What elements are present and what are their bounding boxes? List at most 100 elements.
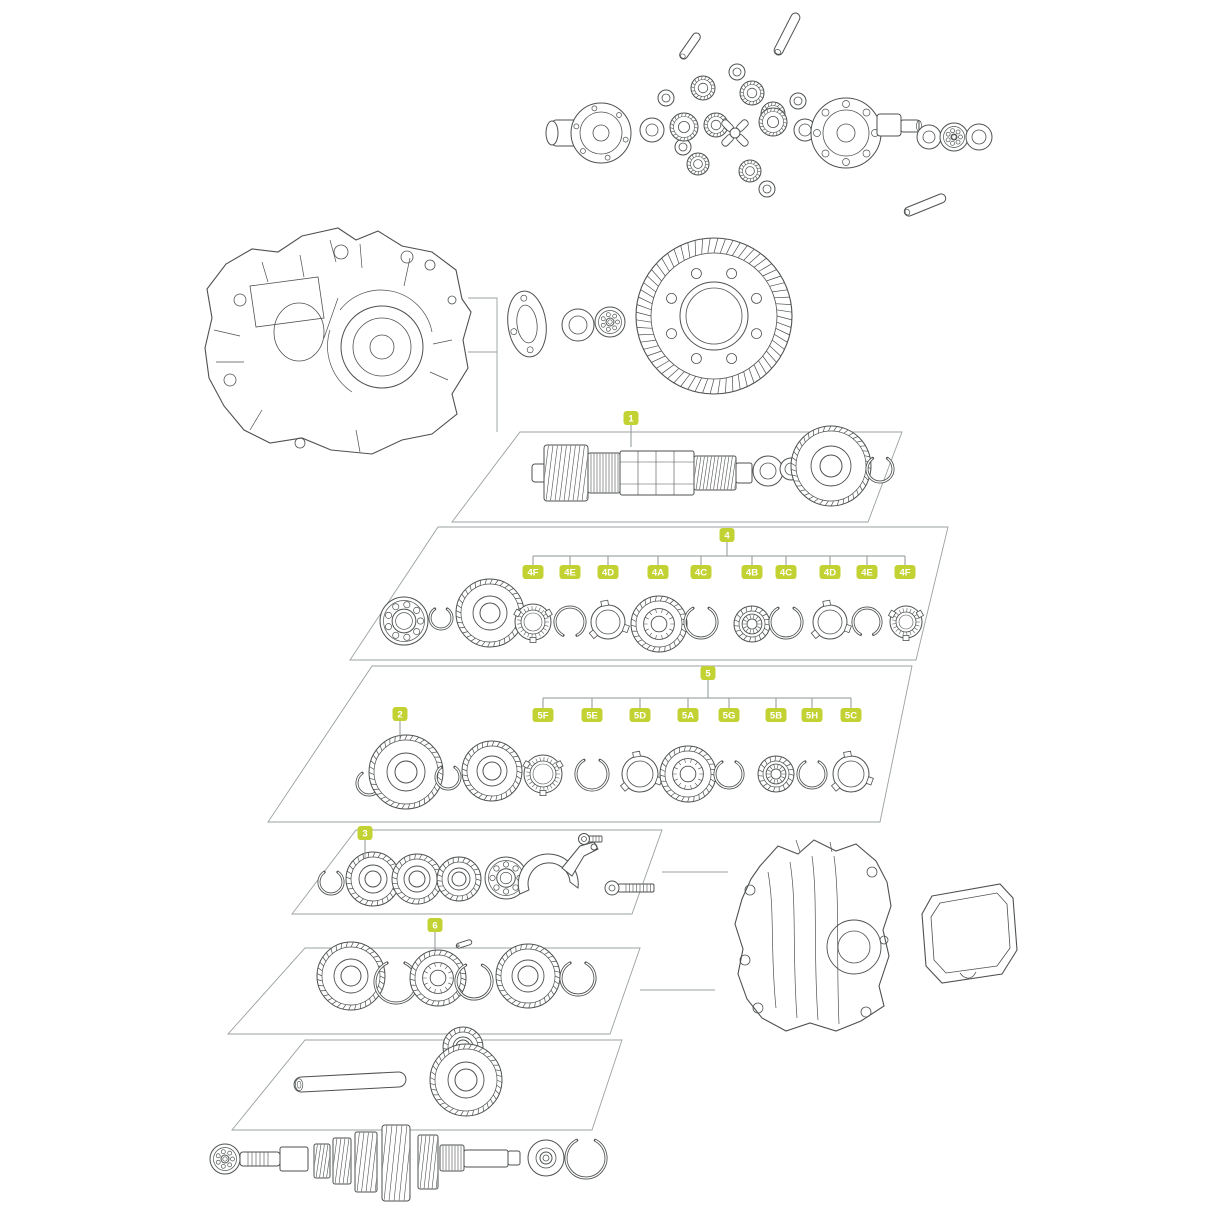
part-flange xyxy=(810,97,882,169)
callout-4E[interactable]: 4E xyxy=(559,565,581,579)
callout-2[interactable]: 2 xyxy=(392,707,408,721)
part-snap xyxy=(434,765,462,791)
rear-housing xyxy=(734,839,892,1032)
callout-4C[interactable]: 4C xyxy=(690,565,712,579)
part-washer xyxy=(561,308,595,342)
part-boltS xyxy=(578,833,603,845)
part-bearing xyxy=(594,306,626,338)
callout-4[interactable]: 4 xyxy=(719,528,735,542)
part-gear xyxy=(455,578,525,648)
part-gear xyxy=(316,941,386,1011)
part-plate xyxy=(507,290,547,358)
callout-5D[interactable]: 5D xyxy=(629,708,651,722)
part-bearing xyxy=(484,856,528,900)
part-snap xyxy=(564,1138,608,1180)
part-snap xyxy=(428,607,454,631)
part-hub xyxy=(409,949,467,1007)
part-fork xyxy=(517,841,599,895)
svg-text:4D: 4D xyxy=(824,568,836,579)
part-snap xyxy=(865,456,895,484)
part-tabs xyxy=(619,750,663,793)
svg-text:5C: 5C xyxy=(845,711,857,722)
part-spider xyxy=(721,119,749,147)
svg-text:3: 3 xyxy=(362,829,367,840)
svg-text:5G: 5G xyxy=(723,711,736,722)
callout-4A[interactable]: 4A xyxy=(647,565,669,579)
svg-text:5H: 5H xyxy=(806,711,818,722)
svg-text:5: 5 xyxy=(705,669,711,680)
svg-text:4: 4 xyxy=(724,531,730,542)
callout-6[interactable]: 6 xyxy=(427,918,443,932)
callout-4D[interactable]: 4D xyxy=(597,565,619,579)
part-bevel xyxy=(669,112,699,142)
callout-3[interactable]: 3 xyxy=(357,826,373,840)
callout-4F[interactable]: 4F xyxy=(522,565,544,579)
callout-5C[interactable]: 5C xyxy=(840,708,862,722)
callout-5[interactable]: 5 xyxy=(700,666,716,680)
part-bearing xyxy=(209,1143,241,1175)
part-gear xyxy=(495,943,561,1009)
part-snap xyxy=(574,758,610,792)
end-cover xyxy=(921,883,1018,984)
callout-badges: 1 2 3 4 5 6 4F 4E 4D 4A 4C 4B 4C 4D 4E 4F 5F 5E 5D 5A 5G 5B 5H… xyxy=(357,411,916,932)
part-snap xyxy=(851,606,883,636)
callout-4D[interactable]: 4D xyxy=(819,565,841,579)
part-snap xyxy=(559,961,597,997)
svg-text:5B: 5B xyxy=(770,711,782,722)
part-snap xyxy=(796,760,828,790)
part-snap xyxy=(768,606,804,640)
part-washer xyxy=(916,124,942,150)
svg-text:4B: 4B xyxy=(746,568,758,579)
part-gear xyxy=(391,853,443,905)
part-gear xyxy=(790,425,872,507)
svg-text:4D: 4D xyxy=(602,568,614,579)
callout-5G[interactable]: 5G xyxy=(718,708,740,722)
part-gear xyxy=(429,1043,503,1117)
part-boltL xyxy=(604,880,655,896)
svg-text:4E: 4E xyxy=(861,568,873,579)
part-hub xyxy=(630,595,688,653)
part-synchro xyxy=(513,603,553,643)
callout-5F[interactable]: 5F xyxy=(532,708,554,722)
part-pin xyxy=(455,939,473,949)
callout-1[interactable]: 1 xyxy=(623,411,639,425)
callout-5A[interactable]: 5A xyxy=(677,708,699,722)
part-pin xyxy=(293,1071,407,1093)
callout-4B[interactable]: 4B xyxy=(741,565,763,579)
gearbox-housing xyxy=(204,227,472,455)
part-synchro xyxy=(522,754,564,796)
part-bearing xyxy=(379,596,429,646)
part-gear xyxy=(461,740,523,802)
part-cluster xyxy=(239,1124,521,1202)
part-inshaft xyxy=(531,444,753,502)
part-bearing xyxy=(939,122,969,152)
callout-5E[interactable]: 5E xyxy=(581,708,603,722)
part-bevel xyxy=(703,112,729,138)
part-shaftstub xyxy=(876,113,922,137)
callout-4E[interactable]: 4E xyxy=(856,565,878,579)
part-washer xyxy=(639,117,665,143)
part-snap xyxy=(454,963,494,1001)
part-washer xyxy=(789,92,807,110)
callout-4C[interactable]: 4C xyxy=(775,565,797,579)
svg-text:4C: 4C xyxy=(695,568,707,579)
part-washer xyxy=(539,1151,553,1165)
part-gear xyxy=(436,856,482,902)
part-hub xyxy=(733,605,771,643)
part-pin xyxy=(773,12,801,56)
part-gear xyxy=(368,734,444,810)
svg-text:5E: 5E xyxy=(586,711,598,722)
svg-text:4C: 4C xyxy=(780,568,792,579)
part-tabs xyxy=(588,599,630,640)
part-washer xyxy=(758,180,776,198)
part-snap xyxy=(317,870,345,896)
part-pin xyxy=(903,193,947,217)
callout-5B[interactable]: 5B xyxy=(765,708,787,722)
part-diffcase xyxy=(545,102,632,164)
part-hub xyxy=(757,755,795,793)
svg-text:2: 2 xyxy=(397,710,402,721)
callout-5H[interactable]: 5H xyxy=(801,708,823,722)
callout-4F[interactable]: 4F xyxy=(894,565,916,579)
